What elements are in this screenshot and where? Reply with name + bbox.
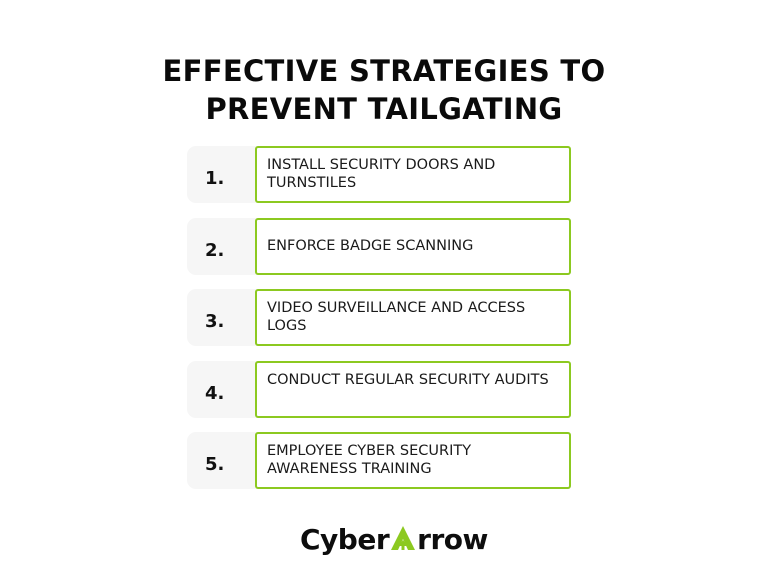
item-number: 5. bbox=[205, 454, 225, 475]
item-number: 3. bbox=[205, 311, 225, 332]
strategy-text: EMPLOYEE CYBER SECURITY AWARENESS TRAINI… bbox=[267, 443, 472, 477]
logo-text-prefix: Cyber bbox=[300, 522, 390, 556]
page-title: EFFECTIVE STRATEGIES TO PREVENT TAILGATI… bbox=[0, 52, 768, 128]
cyberarrow-logo: Cyber rrow bbox=[300, 521, 488, 557]
strategy-card: CONDUCT REGULAR SECURITY AUDITS bbox=[255, 360, 571, 418]
strategy-text: INSTALL SECURITY DOORS AND TURNSTILES bbox=[267, 157, 496, 191]
strategy-text: VIDEO SURVEILLANCE AND ACCESS LOGS bbox=[267, 300, 526, 334]
strategy-card: INSTALL SECURITY DOORS AND TURNSTILES bbox=[255, 146, 571, 203]
item-number: 4. bbox=[205, 382, 225, 404]
list-item: 1. INSTALL SECURITY DOORS AND TURNSTILES bbox=[187, 146, 572, 203]
logo-text-suffix: rrow bbox=[417, 522, 488, 556]
item-number: 2. bbox=[205, 239, 225, 261]
list-item: 4. CONDUCT REGULAR SECURITY AUDITS bbox=[187, 360, 572, 418]
strategy-text: ENFORCE BADGE SCANNING bbox=[267, 237, 474, 254]
list-item: 3. VIDEO SURVEILLANCE AND ACCESS LOGS bbox=[187, 289, 572, 346]
title-line-1: EFFECTIVE STRATEGIES TO bbox=[162, 54, 606, 89]
strategy-card: EMPLOYEE CYBER SECURITY AWARENESS TRAINI… bbox=[255, 432, 571, 489]
arrow-a-icon bbox=[390, 525, 416, 551]
list-item: 5. EMPLOYEE CYBER SECURITY AWARENESS TRA… bbox=[187, 432, 572, 489]
strategy-list: 1. INSTALL SECURITY DOORS AND TURNSTILES… bbox=[187, 146, 572, 504]
item-number: 1. bbox=[205, 168, 225, 189]
strategy-card: VIDEO SURVEILLANCE AND ACCESS LOGS bbox=[255, 289, 571, 346]
title-line-2: PREVENT TAILGATING bbox=[205, 92, 563, 127]
list-item: 2. ENFORCE BADGE SCANNING bbox=[187, 217, 572, 275]
strategy-card: ENFORCE BADGE SCANNING bbox=[255, 217, 571, 275]
strategy-text: CONDUCT REGULAR SECURITY AUDITS bbox=[267, 371, 549, 388]
